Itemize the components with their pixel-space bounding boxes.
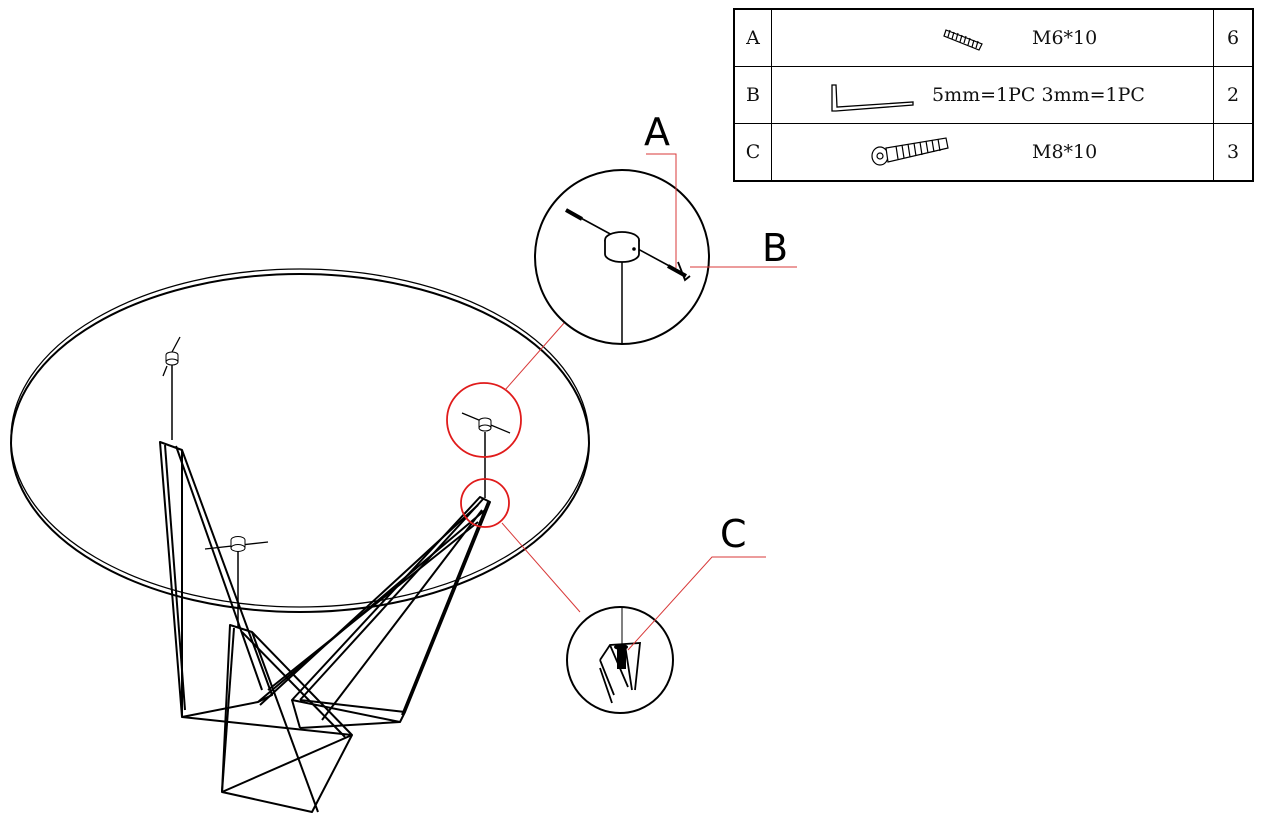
part-letter: C xyxy=(733,123,772,182)
part-quantity: 2 xyxy=(1213,66,1254,124)
detail-view-bottom xyxy=(566,606,674,714)
part-description: 5mm=1PC 3mm=1PC xyxy=(932,84,1145,106)
connector-puck-middle xyxy=(204,536,269,628)
part-letter: A xyxy=(733,8,772,67)
svg-text:B: B xyxy=(762,226,788,270)
callout-c: C xyxy=(627,512,766,651)
allen-key-icon xyxy=(831,84,914,112)
detail-view-top xyxy=(534,169,710,345)
svg-text:C: C xyxy=(720,512,747,556)
parts-list-table: A M6*10 6 B 5mm=1PC 3mm=1PC 2 C xyxy=(733,8,1254,182)
parts-row-c: C M8*10 3 xyxy=(733,123,1254,182)
callout-b: B xyxy=(690,226,797,270)
socket-bolt-icon xyxy=(871,137,949,166)
glass-tabletop xyxy=(10,268,590,613)
parts-row-a: A M6*10 6 xyxy=(733,8,1254,67)
connector-puck-left xyxy=(162,336,181,440)
part-description: M8*10 xyxy=(1032,141,1098,163)
part-quantity: 6 xyxy=(1213,8,1254,67)
highlight-circle-top xyxy=(446,382,522,458)
part-letter: B xyxy=(733,66,772,124)
leader-line-detail-bottom xyxy=(501,522,581,613)
svg-text:A: A xyxy=(644,110,670,154)
table-base-frame xyxy=(159,441,491,813)
highlight-circle-bottom xyxy=(460,478,510,528)
callout-a: A xyxy=(644,110,677,268)
parts-row-b: B 5mm=1PC 3mm=1PC 2 xyxy=(733,66,1254,124)
part-quantity: 3 xyxy=(1213,123,1254,182)
connector-puck-right xyxy=(461,412,511,498)
part-description: M6*10 xyxy=(1032,27,1098,49)
set-screw-icon xyxy=(943,29,983,51)
